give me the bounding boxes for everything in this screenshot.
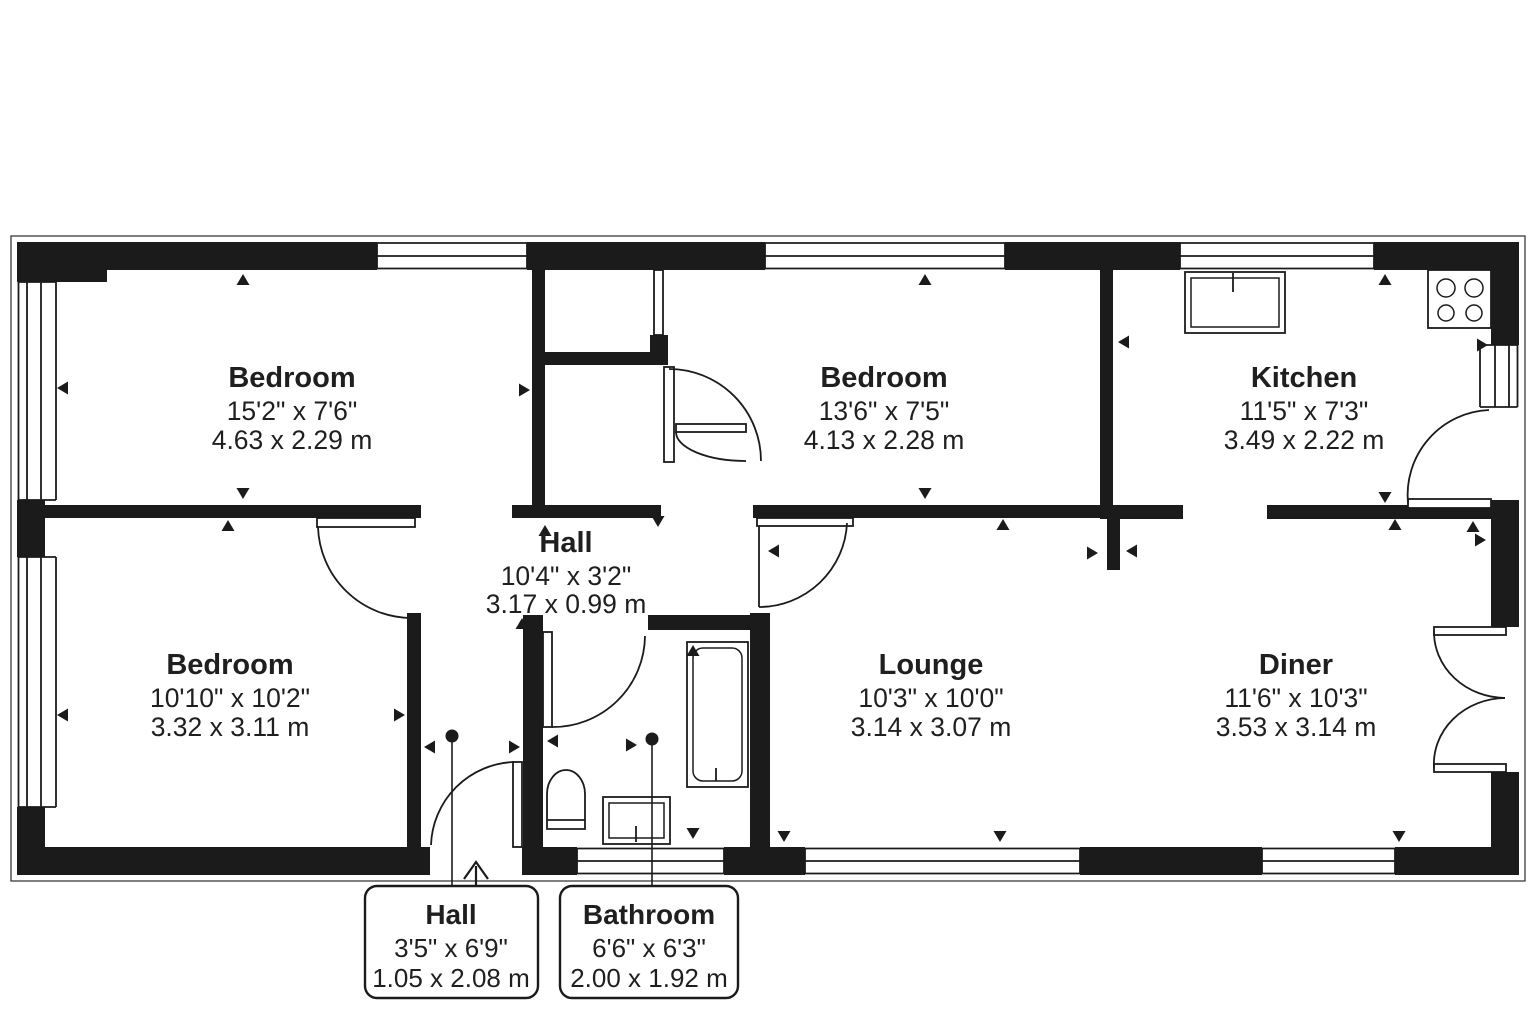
marker-arrow — [221, 520, 235, 531]
room-bedroom2-metric: 4.13 x 2.28 m — [804, 425, 965, 455]
marker-arrow — [777, 831, 791, 842]
room-hall-name: Hall — [539, 527, 592, 559]
walls — [17, 242, 1519, 875]
marker-arrow — [1378, 492, 1392, 503]
callout-hall-name: Hall — [425, 899, 476, 930]
marker-arrow — [1466, 521, 1480, 532]
callout-bathroom-metric: 2.00 x 1.92 m — [570, 963, 728, 993]
marker-arrow — [1388, 519, 1402, 530]
marker-arrow — [538, 525, 552, 536]
room-kitchen-metric: 3.49 x 2.22 m — [1224, 425, 1385, 455]
toilet — [546, 769, 586, 830]
french-door-bottom-swing — [1433, 697, 1506, 769]
marker-arrow — [651, 516, 665, 527]
marker-arrow — [686, 828, 700, 839]
measurement-markers — [57, 274, 1488, 842]
room-bedroom1-metric: 4.63 x 2.29 m — [212, 425, 373, 455]
callout-hall-metric: 1.05 x 2.08 m — [372, 963, 530, 993]
entrance-door-swing — [430, 761, 515, 846]
marker-arrow — [515, 618, 529, 629]
french-door-top-leaf — [1433, 626, 1507, 636]
room-bedroom3-name: Bedroom — [166, 649, 293, 681]
lounge-door-swing — [758, 522, 848, 608]
fixtures — [546, 269, 1492, 845]
cupboard-door-swing — [675, 431, 747, 462]
marker-arrow — [236, 274, 250, 285]
marker-arrow — [918, 488, 932, 499]
room-hall-imperial: 10'4" x 3'2" — [501, 561, 632, 591]
marker-arrow — [1475, 533, 1486, 547]
marker-arrow — [1126, 544, 1137, 558]
room-bedroom2-name: Bedroom — [820, 362, 947, 394]
hob — [1427, 269, 1492, 329]
room-lounge-metric: 3.14 x 3.07 m — [851, 712, 1012, 742]
marker-arrow — [547, 734, 558, 748]
marker-arrow — [1378, 274, 1392, 285]
bedroom2-door-swing — [668, 368, 762, 462]
kitchen-back-door-leaf — [1407, 498, 1492, 509]
room-lounge-name: Lounge — [879, 649, 984, 681]
marker-arrow — [519, 383, 530, 397]
lounge-door-leaf — [756, 517, 854, 527]
room-diner-imperial: 11'6" x 10'3" — [1224, 683, 1367, 713]
windows — [17, 242, 1519, 875]
marker-arrow — [1477, 338, 1488, 352]
marker-arrow — [236, 488, 250, 499]
room-bedroom1-imperial: 15'2" x 7'6" — [227, 396, 358, 426]
callout-hall-imperial: 3'5" x 6'9" — [394, 933, 508, 963]
room-bedroom3-metric: 3.32 x 3.11 m — [151, 712, 310, 742]
callout-hall: Hall 3'5" x 6'9" 1.05 x 2.08 m — [363, 729, 540, 1000]
kitchen-back-door-swing — [1406, 409, 1490, 504]
callout-bathroom-imperial: 6'6" x 6'3" — [592, 933, 706, 963]
marker-arrow — [918, 274, 932, 285]
bathroom-door-swing — [551, 635, 646, 728]
kitchen-sink — [1184, 271, 1286, 334]
room-lounge-imperial: 10'3" x 10'0" — [858, 683, 1003, 713]
room-bedroom2-imperial: 13'6" x 7'5" — [819, 396, 950, 426]
room-labels: Bedroom 15'2" x 7'6" 4.63 x 2.29 m Bedro… — [150, 362, 1384, 742]
room-bedroom3-imperial: 10'10" x 10'2" — [150, 683, 310, 713]
room-bedroom1-name: Bedroom — [228, 362, 355, 394]
room-diner-name: Diner — [1259, 649, 1333, 681]
french-door-bottom-leaf — [1433, 763, 1507, 773]
callout-bathroom: Bathroom 6'6" x 6'3" 2.00 x 1.92 m — [558, 732, 740, 1000]
bathroom-door-leaf — [542, 631, 553, 728]
marker-arrow — [424, 740, 435, 754]
marker-arrow — [993, 831, 1007, 842]
room-hall-metric: 3.17 x 0.99 m — [486, 589, 647, 619]
marker-arrow — [509, 740, 520, 754]
doors — [316, 269, 1507, 848]
entrance-door-leaf — [512, 761, 523, 848]
marker-arrow — [686, 645, 700, 656]
bedroom3-door-swing — [317, 526, 413, 619]
basin — [602, 796, 671, 845]
room-kitchen-name: Kitchen — [1251, 362, 1357, 394]
bath — [686, 641, 749, 788]
room-diner-metric: 3.53 x 3.14 m — [1216, 712, 1377, 742]
marker-arrow — [1118, 335, 1129, 349]
cupboard-door-leaf — [675, 423, 747, 433]
marker-arrow — [1392, 831, 1406, 842]
french-door-top-swing — [1433, 630, 1506, 699]
exterior-outline — [10, 235, 1526, 882]
room-kitchen-imperial: 11'5" x 7'3" — [1240, 396, 1369, 426]
marker-arrow — [57, 708, 68, 722]
closet-door-leaf — [653, 269, 664, 336]
callout-bathroom-name: Bathroom — [583, 899, 715, 930]
marker-arrow — [996, 519, 1010, 530]
marker-arrow — [57, 381, 68, 395]
marker-arrow — [626, 738, 637, 752]
marker-arrow — [394, 708, 405, 722]
bedroom2-door-leaf — [663, 366, 675, 463]
bedroom3-door-leaf — [316, 517, 416, 528]
marker-arrow — [768, 544, 779, 558]
marker-arrow — [1087, 546, 1098, 560]
